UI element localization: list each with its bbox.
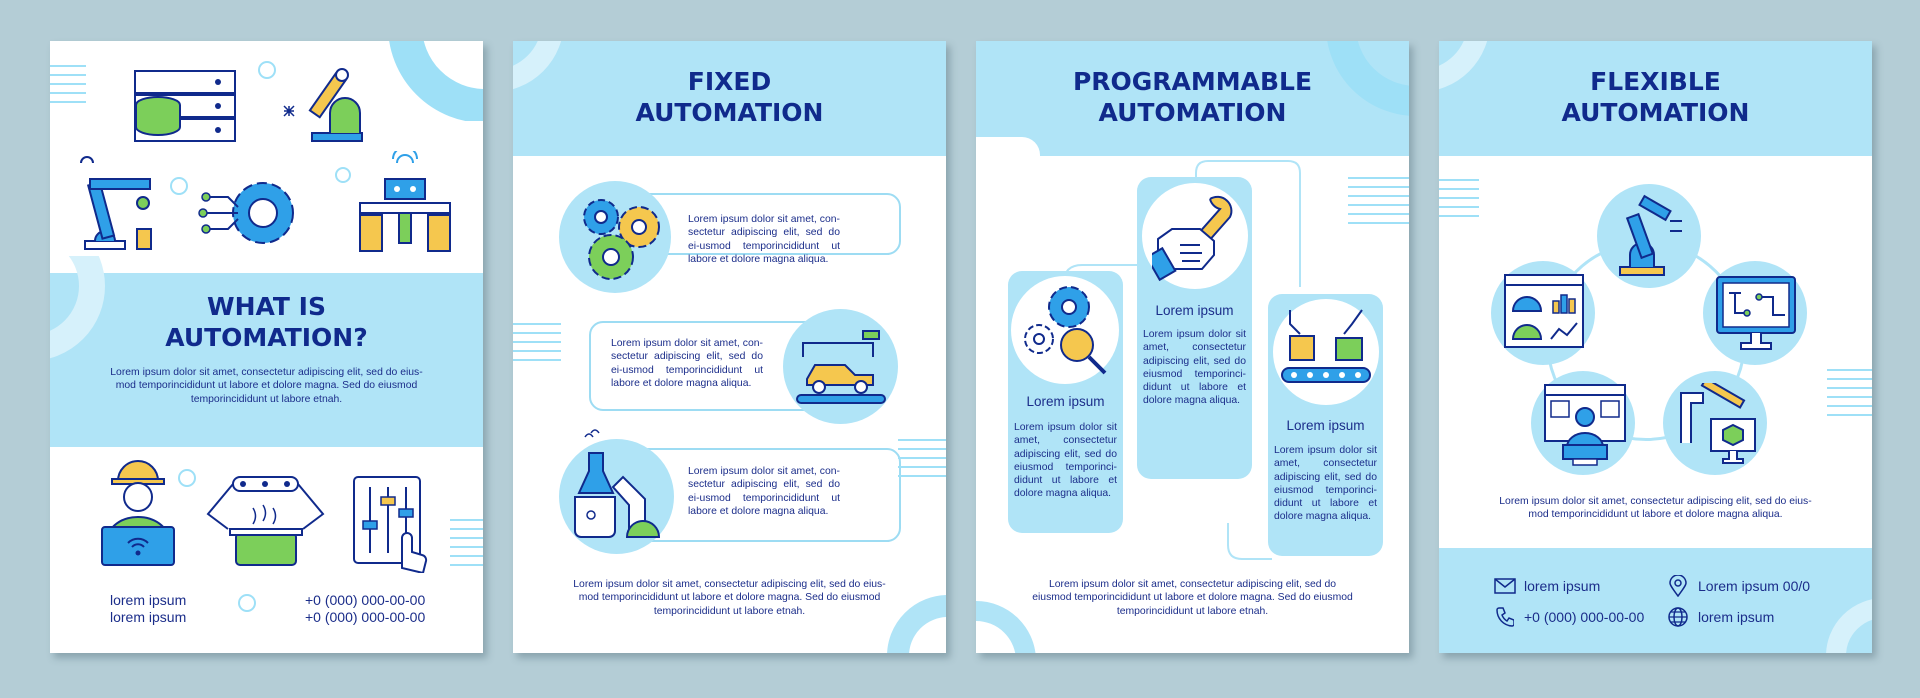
program-column-2-heading: Lorem ipsum xyxy=(1155,303,1234,318)
contact-email[interactable]: lorem ipsum xyxy=(1524,578,1601,594)
decorative-dot xyxy=(335,167,351,183)
engineer-laptop-icon xyxy=(101,460,175,566)
program-column-3-text: Lorem ipsum dolor sit amet, consectetur … xyxy=(1274,445,1377,523)
decorative-lines xyxy=(1439,179,1479,224)
welding-robot-icon xyxy=(283,68,363,142)
contact-footer xyxy=(1439,548,1872,653)
conveyor-pot-icon xyxy=(206,476,325,566)
globe-icon xyxy=(1668,607,1688,627)
program-column-3-heading: Lorem ipsum xyxy=(1286,418,1365,433)
robot-arm-icon xyxy=(1619,194,1682,276)
contact-label-1: lorem ipsum xyxy=(110,592,187,608)
decorative-dot xyxy=(170,177,188,195)
packaging-robot-icon xyxy=(1281,309,1371,383)
operator-monitor-icon xyxy=(1544,384,1626,466)
dashboard-window-icon xyxy=(1504,274,1584,348)
envelope-icon xyxy=(1494,578,1516,594)
decorative-arc xyxy=(887,595,946,653)
decorative-lines xyxy=(50,65,86,110)
location-pin-icon xyxy=(1669,575,1687,597)
contact-address: Lorem ipsum 00/0 xyxy=(1698,578,1811,594)
factory-computer-icon xyxy=(1680,383,1756,464)
decorative-lines xyxy=(450,519,483,573)
program-column-2-text: Lorem ipsum dolor sit amet, consectetur … xyxy=(1143,329,1246,407)
title-band xyxy=(1439,41,1872,156)
car-assembly-icon xyxy=(796,330,886,404)
server-icon xyxy=(134,70,236,142)
title-band xyxy=(513,41,946,156)
contact-label-2: lorem ipsum xyxy=(110,609,187,625)
phone-icon xyxy=(1496,607,1514,627)
gear-network-icon xyxy=(198,182,294,244)
program-column-1-text: Lorem ipsum dolor sit amet, consectetur … xyxy=(1014,422,1117,500)
body-text: Lorem ipsum dolor sit amet, consectetur … xyxy=(1499,496,1812,521)
gears-search-icon xyxy=(1024,286,1107,375)
contact-phone[interactable]: +0 (000) 000-00-00 xyxy=(1524,609,1645,625)
gears-icon xyxy=(583,199,660,280)
fixed-item-1-text: Lorem ipsum dolor sit amet, con-sectetur… xyxy=(688,214,840,265)
footer-text: Lorem ipsum dolor sit amet, consectetur … xyxy=(1032,579,1353,617)
fixed-item-2-text: Lorem ipsum dolor sit amet, con-sectetur… xyxy=(611,338,763,389)
intro-text: Lorem ipsum dolor sit amet, consectetur … xyxy=(110,367,423,405)
program-column-1-heading: Lorem ipsum xyxy=(1026,394,1105,409)
wrench-hand-icon xyxy=(1152,195,1233,282)
fixed-item-3-text: Lorem ipsum dolor sit amet, con-sectetur… xyxy=(688,466,840,517)
robot-arm-icon xyxy=(80,156,152,250)
monitor-flow-icon xyxy=(1716,276,1796,350)
decorative-dot xyxy=(178,469,196,487)
decorative-lines xyxy=(513,323,561,368)
decorative-arc xyxy=(50,256,105,359)
decorative-lines xyxy=(1827,369,1872,423)
decorative-dot xyxy=(238,594,256,612)
decorative-arc xyxy=(389,41,483,121)
band-notch xyxy=(976,137,1040,156)
farm-robot-icon xyxy=(359,151,451,252)
touch-control-icon xyxy=(353,476,428,573)
decorative-lines xyxy=(898,439,946,484)
title-band xyxy=(50,273,483,447)
decorative-dot xyxy=(258,61,276,79)
footer-text: Lorem ipsum dolor sit amet, consectetur … xyxy=(573,579,886,617)
contact-phone-2: +0 (000) 000-00-00 xyxy=(305,609,426,625)
decorative-arc xyxy=(1826,599,1872,653)
lab-robot-icon xyxy=(574,429,661,538)
contact-website[interactable]: lorem ipsum xyxy=(1698,609,1775,625)
contact-phone-1: +0 (000) 000-00-00 xyxy=(305,592,426,608)
decorative-lines xyxy=(1348,177,1409,231)
